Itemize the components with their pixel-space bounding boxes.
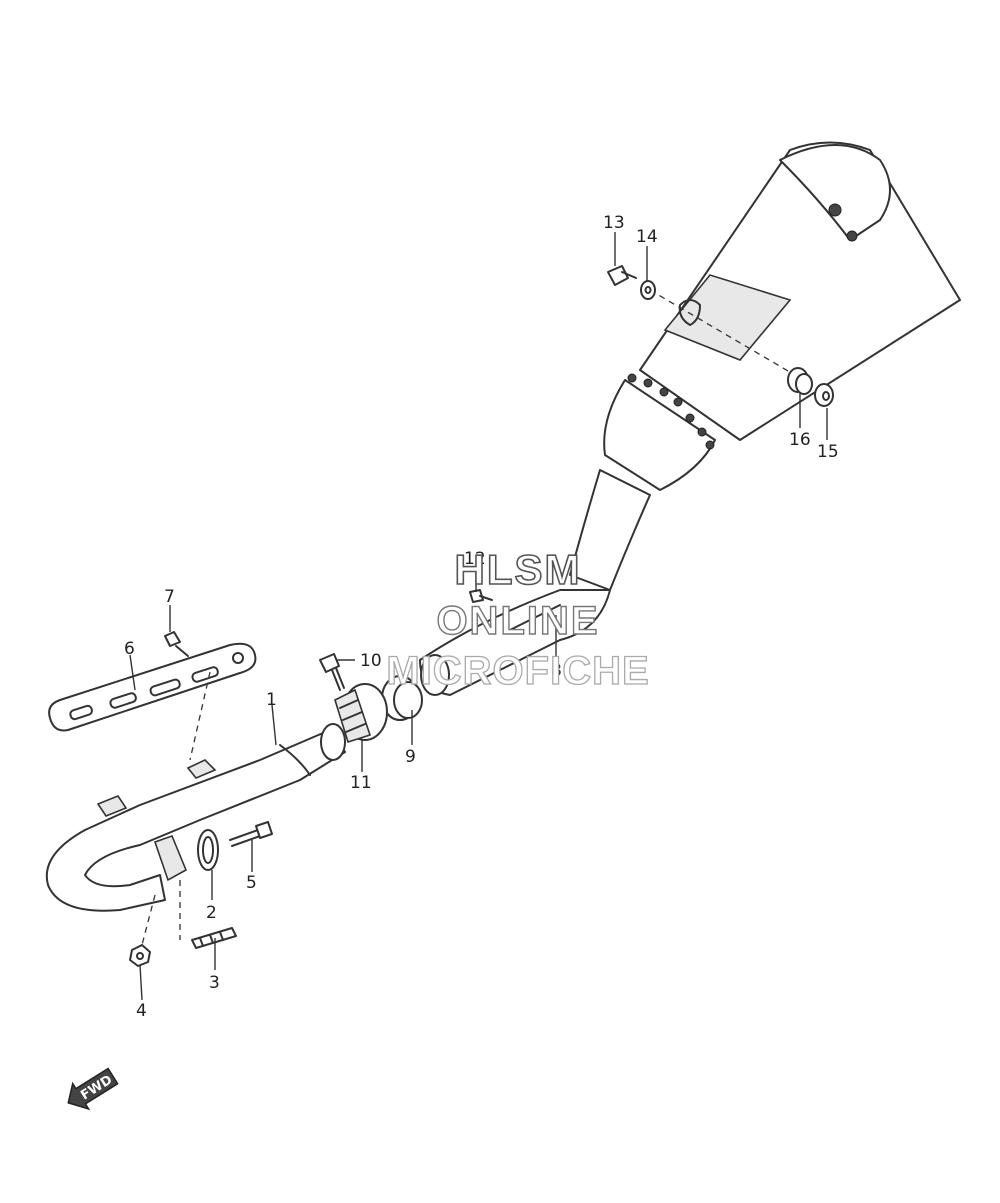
callout-10: 10 bbox=[360, 651, 382, 671]
callout-8: 8 bbox=[551, 661, 562, 681]
callout-13: 13 bbox=[603, 213, 625, 233]
callout-2: 2 bbox=[206, 903, 217, 923]
callout-4: 4 bbox=[136, 1001, 147, 1021]
part-7-bolt[interactable] bbox=[164, 631, 189, 657]
watermark: HLSM ONLINE MICROFICHE bbox=[386, 545, 650, 693]
watermark-line-2: ONLINE bbox=[436, 599, 599, 643]
callout-9: 9 bbox=[405, 747, 416, 767]
part-16-grommet[interactable] bbox=[787, 367, 813, 395]
part-14-washer[interactable] bbox=[640, 280, 656, 300]
callout-16: 16 bbox=[789, 430, 811, 450]
watermark-line-1: HLSM bbox=[455, 546, 582, 593]
fwd-arrow-icon: FWD bbox=[67, 1067, 119, 1111]
part-8-mid-pipe[interactable] bbox=[419, 589, 611, 696]
part-2-gasket[interactable] bbox=[197, 829, 219, 871]
callout-1: 1 bbox=[266, 690, 277, 710]
part-11-clamp[interactable] bbox=[334, 683, 388, 744]
watermark-line-3: MICROFICHE bbox=[386, 649, 649, 693]
callout-12: 12 bbox=[464, 549, 486, 569]
part-3-stud-bolt[interactable] bbox=[191, 927, 237, 949]
muffler-assembly[interactable] bbox=[569, 141, 961, 591]
callout-15: 15 bbox=[817, 442, 839, 462]
callout-labels: 1 2 3 4 5 6 7 8 9 10 11 12 13 14 15 16 bbox=[124, 213, 839, 1021]
callout-6: 6 bbox=[124, 639, 135, 659]
part-9-gasket[interactable] bbox=[381, 675, 423, 721]
callout-11: 11 bbox=[350, 773, 372, 793]
part-15-collar[interactable] bbox=[814, 383, 834, 407]
part-10-bolt[interactable] bbox=[319, 653, 345, 691]
muffler-rivets bbox=[627, 373, 715, 450]
callout-14: 14 bbox=[636, 227, 658, 247]
part-13-bolt[interactable] bbox=[607, 265, 637, 286]
callout-3: 3 bbox=[209, 973, 220, 993]
part-5-bolt[interactable] bbox=[229, 821, 273, 847]
leader-lines bbox=[129, 232, 828, 1001]
part-1-exhaust-header-pipe[interactable] bbox=[45, 723, 346, 912]
callout-7: 7 bbox=[164, 587, 175, 607]
part-4-nut[interactable] bbox=[129, 944, 151, 967]
part-6-heat-shield[interactable] bbox=[48, 642, 257, 732]
callout-5: 5 bbox=[246, 873, 257, 893]
